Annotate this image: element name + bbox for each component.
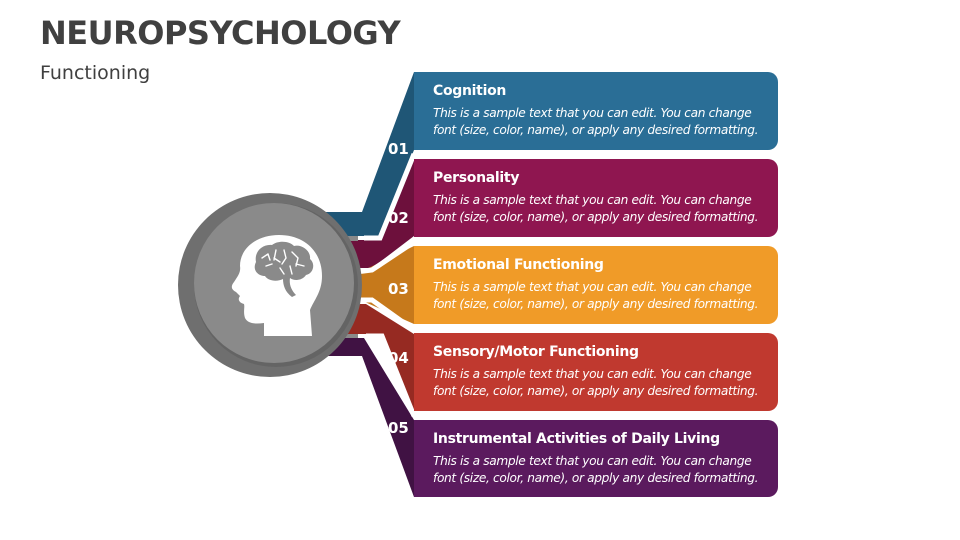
item-description: This is a sample text that you can edit.… [433,193,759,224]
item-description: This is a sample text that you can edit.… [433,106,759,137]
item-description: This is a sample text that you can edit.… [433,454,759,485]
item-title: Personality [433,170,520,186]
item-card-sensory-motor-functioning: Sensory/Motor Functioning This is a samp… [414,333,778,411]
item-title: Emotional Functioning [433,257,604,273]
item-card-cognition: Cognition This is a sample text that you… [414,72,778,150]
page-title: NEUROPSYCHOLOGY [40,14,401,52]
brain-icon [254,241,314,297]
item-number-03: 03 [388,280,409,298]
item-title: Cognition [433,83,507,99]
item-description: This is a sample text that you can edit.… [433,280,759,311]
item-description: This is a sample text that you can edit.… [433,367,759,398]
item-number-02: 02 [388,209,409,227]
page-subtitle: Functioning [40,62,151,84]
item-card-personality: Personality This is a sample text that y… [414,159,778,237]
item-number-01: 01 [388,140,409,158]
item-title: Sensory/Motor Functioning [433,344,639,360]
connector-05 [300,338,414,497]
connector-01 [300,72,414,236]
item-number-04: 04 [388,349,409,367]
item-card-instrumental-activities: Instrumental Activities of Daily Living … [414,420,778,497]
item-number-05: 05 [388,419,409,437]
item-card-emotional-functioning: Emotional Functioning This is a sample t… [414,246,778,324]
item-title: Instrumental Activities of Daily Living [433,431,720,447]
